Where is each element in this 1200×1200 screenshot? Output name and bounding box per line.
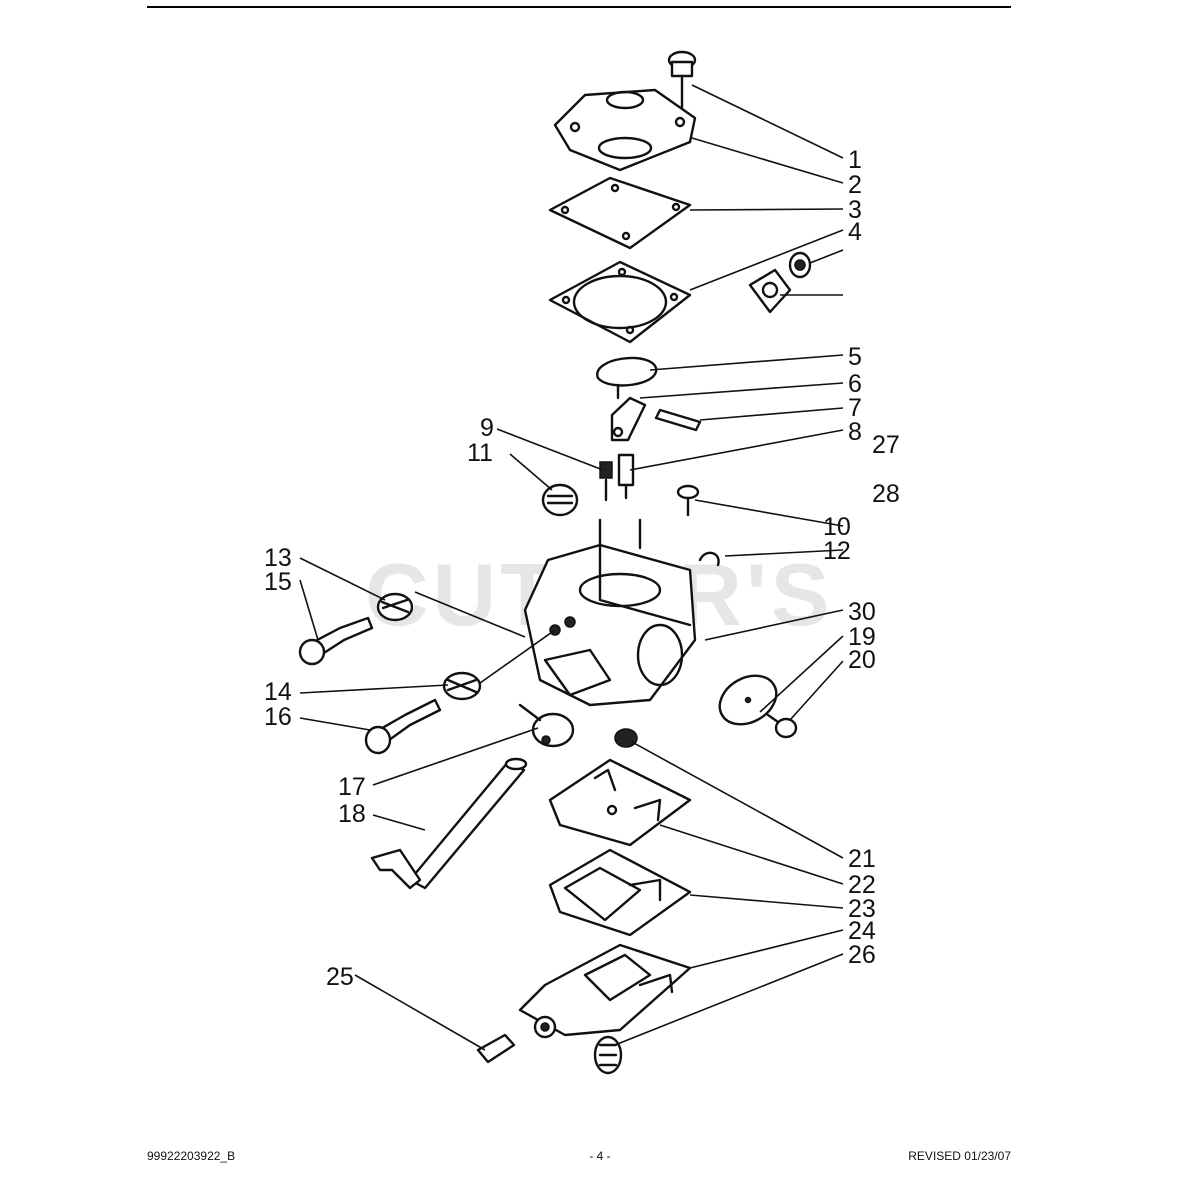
callout-22: 22: [848, 871, 876, 899]
part-14-spring: [442, 671, 482, 701]
part-27-fitting: [788, 251, 812, 279]
callout-28: 28: [872, 480, 900, 508]
part-17-spring: [518, 703, 575, 748]
part-9-spring: [599, 461, 613, 502]
part-16-screw: [364, 698, 442, 755]
callout-26: 26: [848, 941, 876, 969]
part-20-screw: [766, 713, 798, 739]
part-23-gasket: [548, 848, 692, 937]
callout-27: 27: [872, 431, 900, 459]
callout-15: 15: [264, 568, 292, 596]
callout-16: 16: [264, 703, 292, 731]
callout-5: 5: [848, 343, 862, 371]
part-24-metering-cover: [518, 943, 692, 1039]
part-3-gasket: [548, 176, 692, 250]
part-12-clip: [698, 551, 720, 567]
callout-8: 8: [848, 418, 862, 446]
part-8-needle: [617, 453, 635, 500]
document-number: 99922203922_B: [147, 1149, 236, 1163]
part-22-metering-diaphragm: [548, 758, 692, 847]
callout-9: 9: [480, 414, 494, 442]
callout-13: 13: [264, 544, 292, 572]
callout-19: 19: [848, 623, 876, 651]
callout-11: 11: [467, 439, 493, 467]
callout-1: 1: [848, 146, 862, 174]
part-18-shaft: [370, 757, 528, 890]
part-2-pump-cover: [553, 88, 697, 172]
part-4-diaphragm: [548, 260, 692, 344]
callout-30: 30: [848, 598, 876, 626]
callout-14: 14: [264, 678, 292, 706]
part-6-lever: [610, 383, 647, 442]
callout-23: 23: [848, 895, 876, 923]
callout-3: 3: [848, 196, 862, 224]
callout-labels: 1 2 3 4 5 6 7 8 9 10 11 12 13 14 15 16 1…: [264, 146, 900, 991]
part-19-throttle-plate: [718, 674, 778, 726]
part-11-plug: [541, 483, 579, 517]
revision-date: REVISED 01/23/07: [908, 1149, 1011, 1163]
callout-6: 6: [848, 370, 862, 398]
callout-18: 18: [338, 800, 366, 828]
part-28-washer: [748, 268, 792, 314]
part-10-screw: [676, 484, 700, 517]
part-5-ring: [596, 356, 658, 387]
callout-12: 12: [823, 537, 851, 565]
callout-20: 20: [848, 646, 876, 674]
part-21-screen: [614, 728, 638, 748]
part-7-pin: [654, 408, 702, 432]
callout-17: 17: [338, 773, 366, 801]
part-26-screw: [593, 1035, 623, 1075]
leader-lines: [299, 84, 844, 1051]
callout-21: 21: [848, 845, 876, 873]
callout-2: 2: [848, 171, 862, 199]
page-number: - 4 -: [589, 1149, 611, 1163]
callout-24: 24: [848, 917, 876, 945]
part-30-carburetor-body: [523, 518, 697, 707]
top-rule: [147, 6, 1011, 8]
part-15-screw: [298, 616, 374, 666]
callout-25: 25: [326, 963, 354, 991]
part-25-fuel-inlet: [476, 1033, 516, 1064]
part-13-spring: [376, 592, 414, 622]
callout-4: 4: [848, 218, 862, 246]
callout-7: 7: [848, 394, 862, 422]
callout-10: 10: [823, 513, 851, 541]
